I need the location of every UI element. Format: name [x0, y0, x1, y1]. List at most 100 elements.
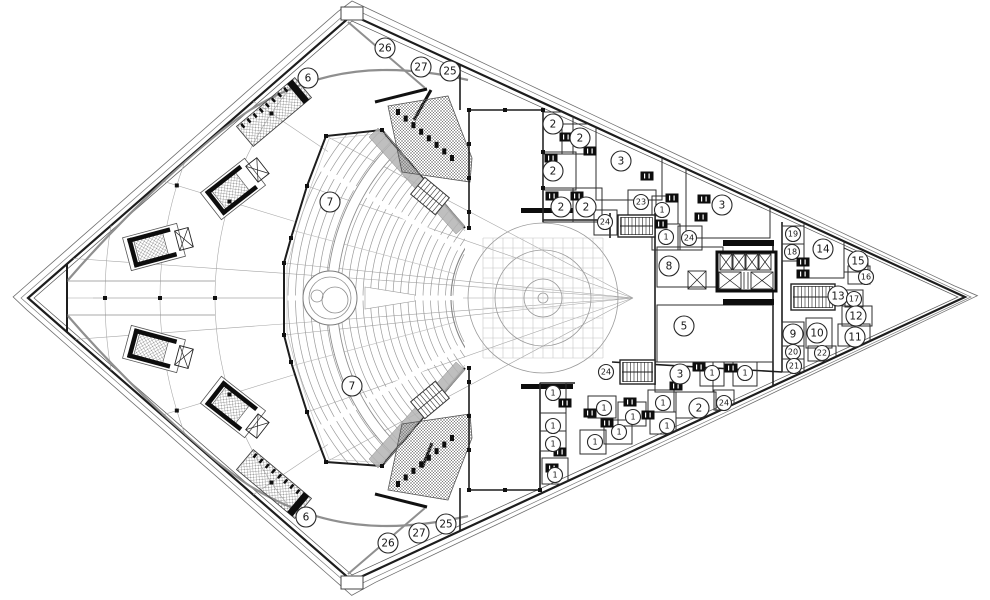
kiosk-landing-x: [256, 157, 259, 183]
fixture-body: [545, 191, 559, 201]
fixture-mark: [702, 214, 704, 220]
room-label-number: 18: [787, 248, 797, 257]
fixture-body: [665, 193, 679, 203]
room-label-number: 15: [851, 256, 864, 268]
room-label-circle: [341, 375, 363, 397]
fixture-mark: [561, 449, 563, 455]
room-label: 5: [673, 315, 695, 337]
room-label-circle: [374, 37, 396, 59]
fixture-body: [583, 408, 597, 418]
fixture-mark: [804, 259, 806, 265]
room-label-number: 1: [550, 440, 555, 449]
room-label-circle: [654, 394, 672, 412]
room-label-circle: [658, 417, 676, 435]
cloak-fixture-tick: [403, 115, 408, 122]
fixture-icon: [600, 418, 614, 428]
room-label: 14: [812, 238, 834, 260]
counter-stool: [270, 97, 277, 103]
room-label-number: 25: [443, 66, 456, 78]
fixture-mark: [591, 410, 593, 416]
room-label: 16: [857, 268, 875, 286]
room-label-circle: [435, 513, 457, 535]
room-label-circle: [595, 399, 613, 417]
elevator-cab-x: [758, 253, 772, 271]
room-label-circle: [544, 435, 562, 453]
fixture-body: [558, 398, 572, 408]
fixture-body: [796, 257, 810, 267]
room-label: 1: [586, 433, 604, 451]
fixture-icon: [692, 362, 706, 372]
room-outline: [579, 429, 607, 455]
room-label-circle: [550, 196, 572, 218]
sightline: [306, 297, 634, 413]
cloak-fixture-tick: [403, 474, 408, 481]
counter-stool: [289, 483, 295, 490]
room-label-circle: [632, 193, 650, 211]
room-label-number: 22: [817, 349, 827, 358]
fixture-body: [796, 269, 810, 279]
room-label-number: 1: [550, 389, 555, 398]
fixture-body: [583, 146, 597, 156]
fixture-icon: [694, 212, 708, 222]
counter-stool: [270, 468, 276, 474]
room-label-circle: [715, 394, 733, 412]
room-label-circle: [703, 364, 721, 382]
fixture-icon: [570, 191, 584, 201]
room-label-number: 1: [592, 438, 597, 447]
fixture-body: [553, 447, 567, 457]
counter-stool: [276, 473, 283, 479]
proscenium-portal-bar: [521, 208, 573, 213]
sightline: [66, 257, 634, 299]
fixture-mark: [696, 364, 698, 370]
room-label-number: 1: [663, 233, 668, 242]
elevator-cab-x: [745, 253, 759, 271]
fixture-body: [692, 362, 706, 372]
room-label-circle: [785, 357, 803, 375]
room-label-circle: [544, 384, 562, 402]
fixture-mark: [673, 195, 675, 201]
room-label-circle: [596, 213, 614, 231]
column-dot: [538, 488, 542, 492]
room-label-circle: [657, 228, 675, 246]
room-label-number: 3: [618, 156, 625, 168]
room-label-circle: [844, 326, 866, 348]
room-label-circle: [783, 243, 801, 261]
proscenium-portal-bar: [521, 384, 573, 389]
sightline: [306, 185, 634, 299]
room-label-number: 6: [303, 512, 310, 524]
room-label: 1: [624, 408, 642, 426]
room-label-number: 1: [742, 369, 747, 378]
room-label-circle: [610, 150, 632, 172]
room-label-number: 3: [719, 200, 726, 212]
room-label-number: 24: [600, 218, 610, 227]
room-label: 1: [544, 417, 562, 435]
column-dot: [467, 366, 471, 370]
radial-aisle: [315, 164, 465, 257]
room-label: 22: [813, 344, 831, 362]
counter-stool: [246, 117, 252, 124]
room-label-circle: [736, 364, 754, 382]
room-label: 24: [680, 229, 698, 247]
kiosk-frame-top: [204, 164, 243, 196]
column-dot: [467, 176, 471, 180]
fixture-mark: [552, 155, 554, 161]
kiosk-frame-bottom: [133, 251, 178, 268]
room-label-number: 1: [664, 422, 669, 431]
column-dot: [289, 236, 293, 240]
room-label-number: 17: [849, 295, 859, 304]
lobby-walls: [66, 21, 469, 575]
cloak-fixture-tick: [450, 155, 454, 161]
room-label: 24: [596, 213, 614, 231]
room-label-number: 2: [577, 133, 584, 145]
cloak-fixture-tick: [396, 481, 400, 487]
room-outline: [541, 457, 569, 485]
sightline: [283, 297, 634, 336]
column-dot: [467, 142, 471, 146]
room-label-circle: [669, 363, 691, 385]
room-label-number: 1: [552, 471, 557, 480]
room-label-number: 1: [616, 428, 621, 437]
room-outline: [699, 361, 725, 387]
pit-circle-ring: [308, 276, 352, 320]
room-label: 11: [844, 326, 866, 348]
kiosk-landing: [174, 226, 194, 251]
